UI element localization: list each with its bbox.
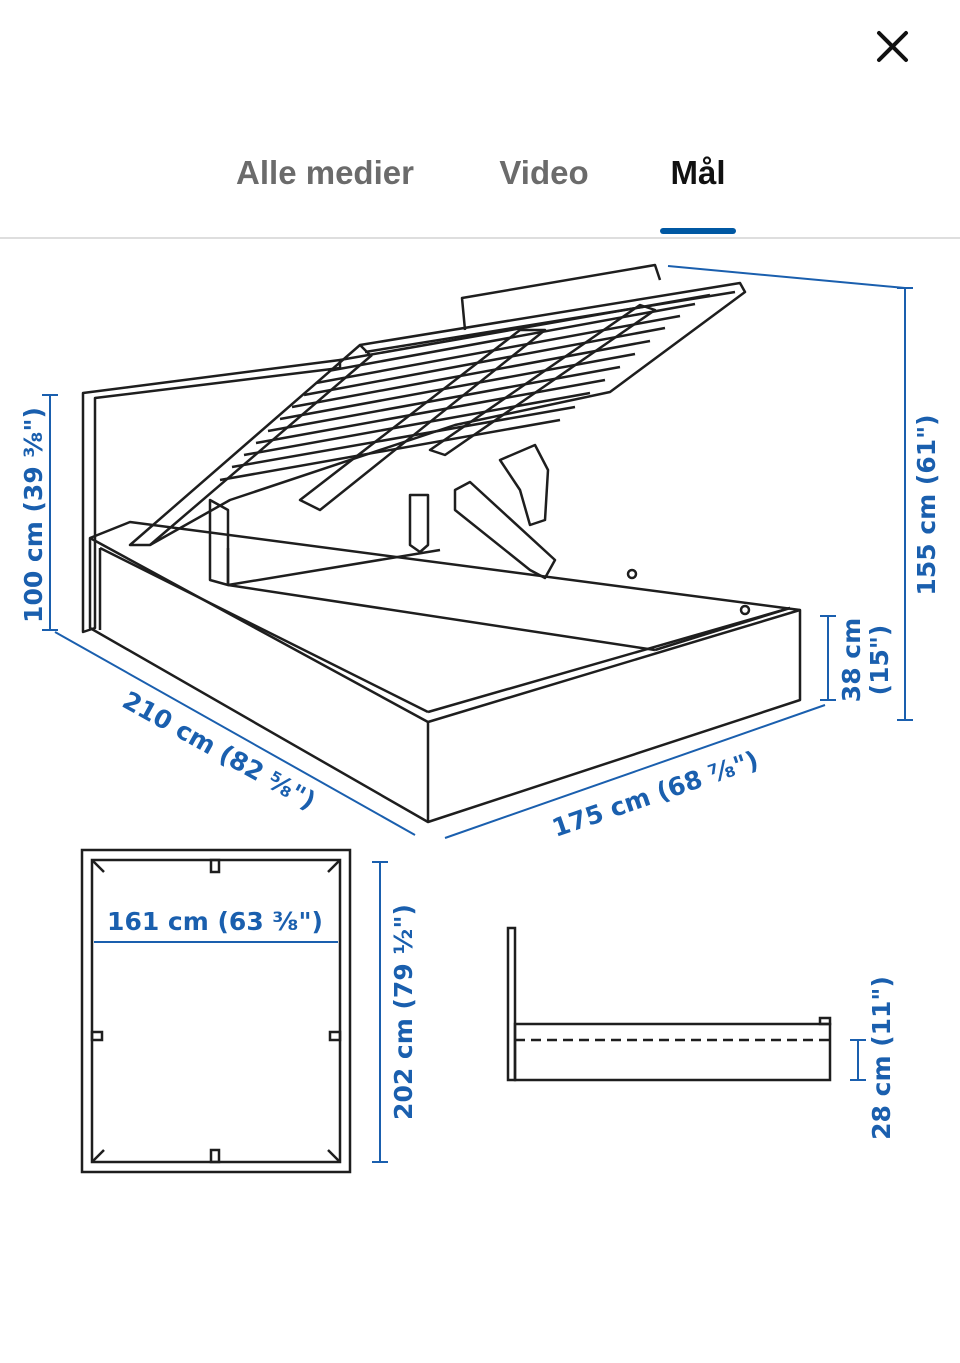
side-view-drawing — [506, 926, 832, 1082]
storage-height-label: 28 cm (11") — [867, 976, 896, 1140]
total-height-label: 155 cm (61") — [912, 414, 941, 595]
tab-all-media[interactable]: Alle medier — [236, 154, 414, 191]
side-view-dimension-lines — [850, 1039, 866, 1081]
media-tabs: Alle medier Video Mål — [0, 140, 960, 240]
dimension-drawing: 100 cm (39 ³⁄₈") 155 cm (61") 38 cm (15"… — [19, 263, 941, 1174]
close-button[interactable] — [862, 18, 922, 78]
active-tab-indicator — [660, 228, 736, 234]
top-view-dimension-lines — [94, 861, 388, 1163]
headboard-height-label: 100 cm (39 ³⁄₈") — [19, 407, 48, 623]
tab-divider — [0, 237, 960, 239]
tab-video[interactable]: Video — [499, 154, 589, 191]
dimension-lines — [42, 265, 913, 839]
width-label: 175 cm (68 ⁷⁄₈") — [548, 745, 762, 843]
length-label: 210 cm (82 ⁵⁄₈") — [118, 686, 321, 816]
tab-dimensions[interactable]: Mål — [670, 154, 726, 191]
frame-height-in-label: (15") — [865, 625, 894, 696]
top-view-drawing — [80, 848, 352, 1174]
close-icon — [877, 31, 908, 62]
frame-height-cm-label: 38 cm — [837, 618, 866, 702]
inner-width-label: 161 cm (63 ³⁄₈") — [107, 907, 323, 936]
inner-length-label: 202 cm (79 ¹⁄₂") — [389, 904, 418, 1120]
bed-perspective-drawing — [81, 263, 802, 824]
